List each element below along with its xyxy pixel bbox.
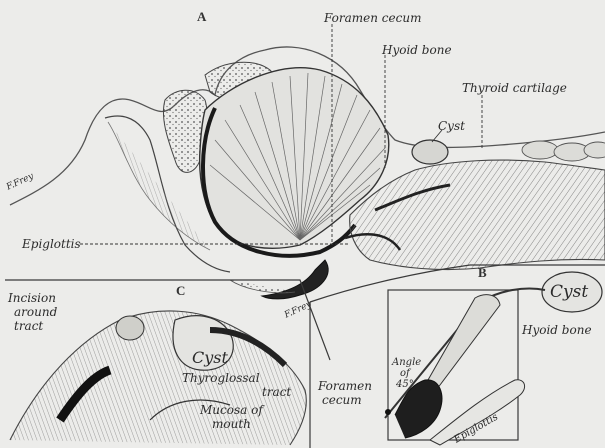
label-cyst-c: Cyst (192, 350, 228, 366)
foramen-point (385, 409, 391, 415)
panel-letter-c: C (176, 284, 185, 297)
label-incision-1: Incision (8, 292, 56, 304)
hyoid-c (116, 316, 144, 340)
label-hyoid-bone: Hyoid bone (382, 44, 452, 56)
label-mucosa-1: Mucosa of (200, 404, 263, 416)
label-cyst-b: Cyst (550, 284, 588, 301)
panel-c-drawing (10, 311, 306, 445)
epiglottis-b (430, 380, 525, 445)
hyoid-b (427, 295, 500, 389)
label-angle-1: Angle (392, 358, 421, 368)
panel-letter-b: B (478, 266, 487, 279)
panel-a-drawing (10, 24, 605, 299)
label-foramen-cecum: Foramen cecum (324, 12, 421, 24)
label-incision-2: around (14, 306, 57, 318)
label-hyoid-bone-b: Hyoid bone (522, 324, 592, 336)
label-incision-3: tract (14, 320, 43, 332)
label-thyroglossal-2: tract (262, 386, 291, 398)
cyst-a (412, 140, 448, 164)
label-mucosa-2: mouth (212, 418, 251, 430)
floor-mouth (230, 280, 295, 293)
label-angle-3: 45° (396, 380, 414, 390)
label-foramen-b-1: Foramen (318, 380, 372, 392)
panel-letter-a: A (197, 10, 206, 23)
label-angle-2: of (400, 369, 410, 379)
label-thyroid-cartilage: Thyroid cartilage (462, 82, 567, 94)
label-epiglottis-a: Epiglottis (22, 238, 81, 250)
thyroid-cartilage-rings (522, 141, 605, 161)
label-foramen-b-2: cecum (322, 394, 362, 406)
larynx (350, 160, 605, 270)
label-cyst-a: Cyst (438, 120, 465, 132)
label-thyroglossal-1: Thyroglossal (182, 372, 260, 384)
neck-section (10, 311, 306, 445)
